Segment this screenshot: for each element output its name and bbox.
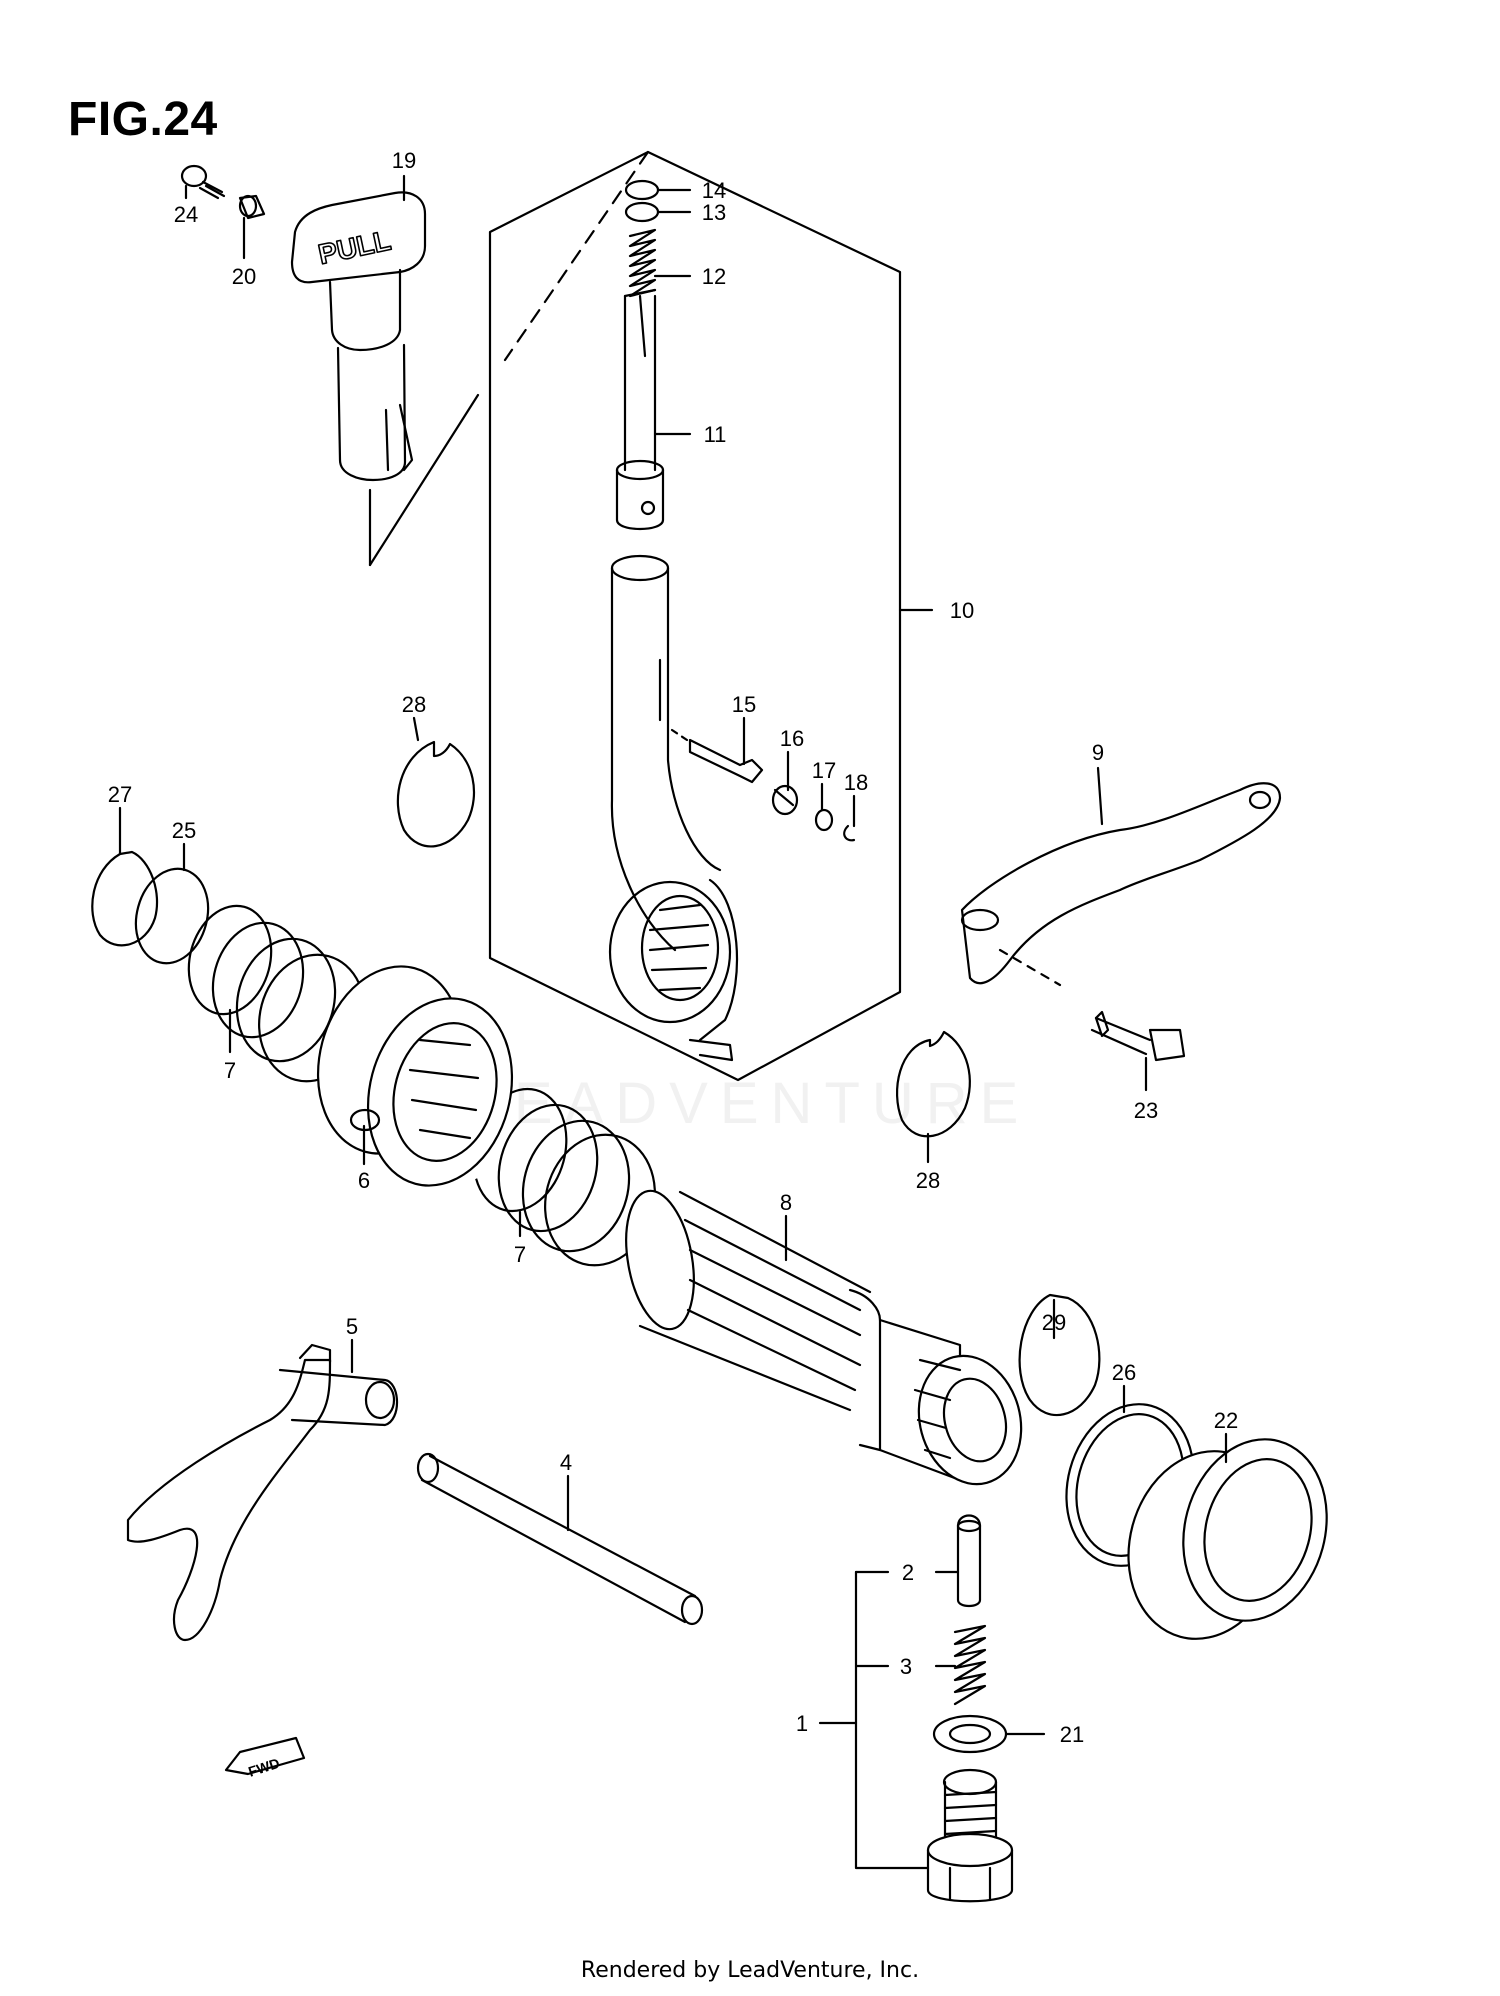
- callout-27: 27: [108, 782, 132, 807]
- callout-11: 11: [704, 422, 727, 447]
- callout-17: 17: [812, 758, 836, 783]
- callout-5: 5: [346, 1314, 358, 1339]
- ring-13: [624, 201, 660, 223]
- callout-28: 28: [402, 692, 426, 717]
- callout-3: 3: [900, 1654, 912, 1679]
- callout-7: 7: [514, 1242, 526, 1267]
- circlip-28-upper: [396, 740, 476, 848]
- callout-14: 14: [702, 178, 726, 203]
- callout-12: 12: [702, 264, 726, 289]
- ring-25: [134, 867, 210, 965]
- circlip-28-lower: [895, 1030, 971, 1138]
- callout-22: 22: [1214, 1408, 1238, 1433]
- bracket-9: [960, 782, 1282, 987]
- callout-8: 8: [780, 1190, 792, 1215]
- shaft-8: [625, 1189, 1023, 1486]
- pin-15: [670, 728, 764, 784]
- callout-6: 6: [358, 1168, 370, 1193]
- bolt-23: [1090, 1010, 1186, 1062]
- callout-13: 13: [702, 200, 726, 225]
- fwd-arrow-icon: FWD: [224, 1736, 306, 1780]
- leader-c28a: [412, 716, 420, 742]
- clip-18: [843, 824, 856, 842]
- callout-26: 26: [1112, 1360, 1136, 1385]
- spring-12: [628, 228, 657, 298]
- figure-title: FIG.24: [68, 93, 218, 146]
- callout-15: 15: [732, 692, 756, 717]
- footer-credit: Rendered by LeadVenture, Inc.: [580, 1958, 920, 1983]
- callout-18: 18: [844, 770, 868, 795]
- callout-21: 21: [1060, 1722, 1084, 1747]
- assembly-10-leader-dash: [503, 150, 650, 362]
- callout-25: 25: [172, 818, 196, 843]
- callout-29: 29: [1042, 1310, 1066, 1335]
- callout-9: 9: [1092, 740, 1104, 765]
- circlip-29: [1018, 1293, 1101, 1417]
- callout-16: 16: [780, 726, 804, 751]
- rod-11: [615, 288, 665, 530]
- callout-4: 4: [560, 1450, 572, 1475]
- callout-1: 1: [796, 1711, 808, 1736]
- shift-knob-part: PULL: [290, 191, 427, 482]
- callout-23: 23: [1134, 1098, 1158, 1123]
- callout-28: 28: [916, 1168, 940, 1193]
- spring-3: [953, 1624, 987, 1706]
- shift-lever-10: [608, 554, 739, 1062]
- washer-17: [814, 808, 834, 832]
- circlip-27: [91, 850, 159, 947]
- bracket-line-1: [854, 1570, 930, 1870]
- callout-2: 2: [902, 1560, 914, 1585]
- callout-7: 7: [224, 1058, 236, 1083]
- collar-16: [771, 784, 799, 816]
- plunger-2: [956, 1514, 982, 1608]
- ring-14: [624, 179, 660, 201]
- clutch-sleeve-6: [316, 965, 514, 1200]
- callout-24: 24: [174, 202, 198, 227]
- collar-20: [238, 194, 266, 220]
- callout-19: 19: [392, 148, 416, 173]
- rod-4: [416, 1452, 704, 1626]
- washer-21: [932, 1714, 1008, 1754]
- callout-20: 20: [232, 264, 256, 289]
- callout-10: 10: [950, 598, 974, 623]
- shift-fork-5: [126, 1343, 399, 1642]
- knob-guide-line-1: [368, 393, 480, 567]
- leader-c9: [1096, 766, 1104, 826]
- spring-7-right: [472, 1087, 656, 1267]
- plug-bolt-1: [926, 1768, 1014, 1903]
- screw-24: [180, 164, 226, 200]
- bearing-22: [1127, 1438, 1328, 1640]
